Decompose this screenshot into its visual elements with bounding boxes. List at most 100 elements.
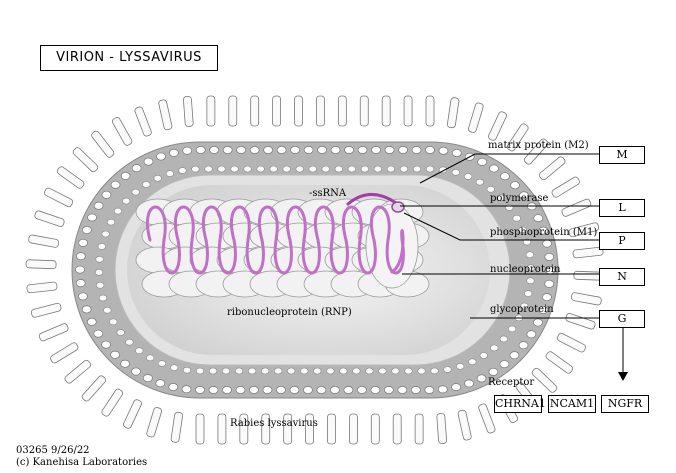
gene-box-g[interactable]: G: [599, 310, 645, 328]
receptor-ngfr[interactable]: NGFR: [601, 395, 649, 413]
membrane-bead: [178, 167, 187, 174]
spike: [64, 359, 92, 384]
membrane-bead: [256, 165, 265, 173]
membrane-bead: [157, 360, 166, 367]
spike: [561, 198, 592, 217]
membrane-bead: [544, 252, 555, 261]
membrane-bead: [475, 178, 484, 186]
gene-box-p[interactable]: P: [599, 232, 645, 250]
membrane-bead: [263, 146, 273, 154]
membrane-bead: [330, 146, 341, 154]
membrane-bead: [479, 352, 488, 359]
virus-name-label: Rabies lyssavirus: [230, 418, 318, 429]
membrane-bead: [235, 386, 246, 394]
membrane-bead: [276, 146, 287, 154]
membrane-bead: [510, 181, 520, 190]
membrane-bead: [155, 379, 166, 388]
leader-m: [419, 153, 600, 184]
membrane-bead: [87, 213, 97, 222]
membrane-bead: [365, 367, 374, 375]
spike: [392, 413, 402, 445]
spike: [294, 95, 303, 127]
membrane-bead: [287, 367, 296, 375]
spike: [158, 99, 173, 131]
membrane-bead: [165, 170, 174, 177]
membrane-bead: [96, 281, 105, 289]
spike: [34, 210, 65, 227]
membrane-bead: [371, 146, 381, 154]
diagram-title: VIRION - LYSSAVIRUS: [40, 45, 218, 71]
membrane-bead: [222, 146, 233, 154]
membrane-bead: [451, 383, 461, 392]
footer-id: 03265 9/26/22: [16, 445, 90, 456]
spike: [370, 413, 380, 445]
spike: [217, 413, 227, 445]
membrane-bead: [344, 146, 354, 154]
membrane-bead: [217, 165, 226, 173]
membrane-bead: [75, 279, 86, 288]
membrane-bead: [490, 344, 499, 352]
ssrna-label: -ssRNA: [309, 188, 347, 199]
membrane-bead: [384, 146, 395, 154]
membrane-bead: [526, 264, 536, 272]
spike: [123, 399, 142, 429]
membrane-bead: [75, 252, 86, 261]
spike: [38, 323, 69, 342]
spike: [283, 413, 293, 445]
membrane-bead: [489, 164, 499, 173]
membrane-bead: [526, 277, 535, 285]
membrane-bead: [131, 188, 140, 196]
rna-helix: [145, 205, 405, 275]
membrane-bead: [347, 165, 356, 173]
spike: [414, 413, 424, 445]
membrane-bead: [101, 340, 111, 349]
spike: [457, 409, 472, 441]
gene-box-n[interactable]: N: [599, 268, 645, 286]
membrane-bead: [78, 292, 88, 301]
membrane-bead: [143, 157, 154, 166]
membrane-bead: [391, 367, 400, 375]
spike: [72, 147, 99, 173]
membrane-bead: [317, 146, 327, 154]
membrane-bead: [357, 146, 368, 154]
membrane-bead: [456, 363, 465, 370]
membrane-bead: [221, 367, 231, 375]
spike: [545, 351, 574, 374]
membrane-bead: [500, 172, 510, 181]
membrane-bead: [538, 226, 549, 235]
gene-box-l[interactable]: L: [599, 199, 645, 217]
receptor-ncam1[interactable]: NCAM1: [548, 395, 596, 413]
membrane-bead: [181, 385, 192, 394]
membrane-bead: [512, 214, 521, 222]
membrane-bead: [262, 386, 273, 394]
gene-box-m[interactable]: M: [599, 146, 645, 164]
membrane-bead: [352, 367, 361, 375]
membrane-bead: [524, 290, 533, 297]
membrane-bead: [397, 386, 408, 394]
membrane-bead: [410, 386, 421, 394]
membrane-bead: [249, 386, 259, 394]
membrane-bead: [222, 386, 232, 394]
membrane-bead: [326, 367, 335, 375]
membrane-bead: [464, 379, 474, 388]
membrane-bead: [182, 366, 192, 374]
membrane-bead: [412, 165, 422, 173]
spike: [50, 342, 79, 364]
protein-label-p: phosphoprotein (M1): [490, 227, 598, 238]
membrane-bead: [261, 367, 270, 375]
rnp-label: ribonucleoprotein (RNP): [227, 307, 352, 318]
membrane-bead: [295, 165, 304, 173]
protein-label-n: nucleoprotein: [490, 264, 561, 275]
membrane-bead: [533, 318, 543, 327]
receptor-chrna1[interactable]: CHRNA1: [494, 395, 546, 413]
membrane-bead: [243, 165, 252, 173]
membrane-bead: [424, 386, 435, 394]
membrane-bead: [248, 367, 257, 375]
spike: [478, 403, 496, 434]
membrane-bead: [499, 360, 510, 369]
spike: [30, 302, 62, 318]
spike: [348, 413, 358, 445]
membrane-bead: [234, 367, 244, 375]
membrane-bead: [507, 325, 517, 333]
